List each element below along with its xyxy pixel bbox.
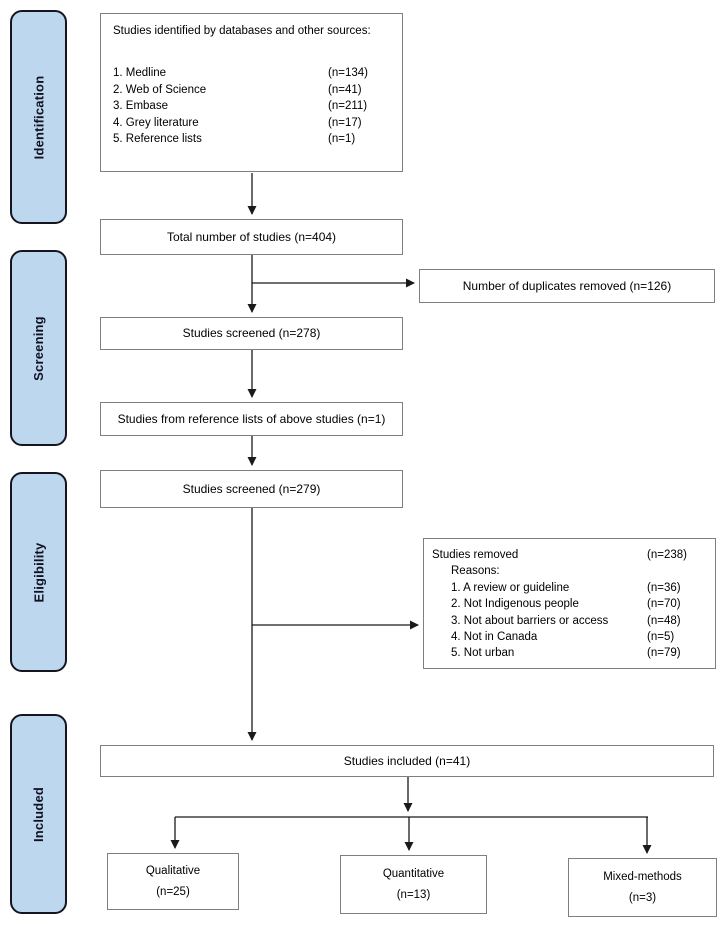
source-item: 1. Medline (n=134)	[113, 65, 390, 81]
stage-screening-label: Screening	[31, 315, 46, 381]
stage-included: Included	[10, 714, 67, 914]
removed-reason-count: (n=36)	[647, 581, 681, 594]
duplicates-removed-box: Number of duplicates removed (n=126)	[419, 269, 715, 303]
studies-screened-first-box: Studies screened (n=278)	[100, 317, 403, 350]
reference-lists-label: Studies from reference lists of above st…	[117, 411, 386, 426]
removed-reasons-label: Reasons:	[451, 565, 500, 578]
removed-reason-label: 2. Not Indigenous people	[451, 598, 579, 611]
total-studies-box: Total number of studies (n=404)	[100, 219, 403, 255]
source-item-label: 5. Reference lists	[113, 133, 202, 146]
stage-included-label: Included	[31, 786, 46, 842]
stage-screening: Screening	[10, 250, 67, 446]
studies-removed-box: Studies removed (n=238) Reasons: 1. A re…	[423, 538, 716, 669]
removed-reason-item: 4. Not in Canada (n=5)	[432, 629, 707, 645]
removed-reason-label: 1. A review or guideline	[451, 581, 570, 594]
mixed-methods-count: (n=3)	[628, 892, 657, 904]
qualitative-count: (n=25)	[156, 886, 190, 898]
studies-screened-second-box: Studies screened (n=279)	[100, 470, 403, 508]
mixed-methods-box: Mixed-methods (n=3)	[568, 858, 717, 917]
stage-identification: Identification	[10, 10, 67, 224]
quantitative-count: (n=13)	[396, 889, 431, 901]
source-item-count: (n=211)	[328, 100, 368, 113]
removed-reason-item: 2. Not Indigenous people (n=70)	[432, 596, 707, 612]
mixed-methods-label: Mixed-methods	[603, 870, 682, 883]
studies-screened-second-label: Studies screened (n=279)	[182, 481, 321, 496]
studies-included-box: Studies included (n=41)	[100, 745, 714, 777]
source-item: 3. Embase (n=211)	[113, 98, 390, 114]
removed-reason-item: 1. A review or guideline (n=36)	[432, 580, 707, 596]
removed-reason-count: (n=70)	[647, 598, 681, 611]
source-item-count: (n=1)	[328, 133, 356, 146]
removed-reason-label: 3. Not about barriers or access	[451, 614, 609, 627]
qualitative-label: Qualitative	[145, 864, 201, 877]
sources-title: Studies identified by databases and othe…	[113, 25, 371, 37]
studies-included-label: Studies included (n=41)	[343, 753, 471, 768]
removed-reason-count: (n=5)	[647, 631, 675, 644]
reference-lists-box: Studies from reference lists of above st…	[100, 402, 403, 436]
removed-reason-count: (n=48)	[647, 614, 681, 627]
source-item-count: (n=41)	[328, 83, 362, 96]
removed-reasons-header: Reasons:	[432, 563, 707, 579]
source-item-count: (n=134)	[328, 67, 368, 80]
removed-reason-item: 3. Not about barriers or access (n=48)	[432, 613, 707, 629]
sources-box: Studies identified by databases and othe…	[100, 13, 403, 172]
quantitative-label: Quantitative	[382, 867, 445, 880]
duplicates-removed-label: Number of duplicates removed (n=126)	[462, 278, 672, 293]
total-studies-label: Total number of studies (n=404)	[166, 229, 337, 244]
stage-identification-label: Identification	[31, 75, 47, 159]
stage-eligibility-label: Eligibility	[31, 542, 47, 602]
studies-screened-first-label: Studies screened (n=278)	[182, 326, 321, 341]
studies-removed-header: Studies removed (n=238)	[432, 547, 707, 563]
source-item-label: 1. Medline	[113, 67, 167, 80]
source-item-label: 4. Grey literature	[113, 116, 199, 129]
studies-removed-title: Studies removed	[432, 549, 519, 561]
source-item: 4. Grey literature (n=17)	[113, 115, 390, 131]
quantitative-box: Quantitative (n=13)	[340, 855, 487, 914]
source-item-count: (n=17)	[328, 116, 362, 129]
qualitative-box: Qualitative (n=25)	[107, 853, 239, 910]
removed-reason-label: 4. Not in Canada	[451, 631, 538, 644]
removed-reason-item: 5. Not urban (n=79)	[432, 645, 707, 661]
source-item-label: 2. Web of Science	[113, 83, 207, 96]
source-item: 5. Reference lists (n=1)	[113, 131, 390, 147]
stage-eligibility: Eligibility	[10, 472, 67, 672]
source-item: 2. Web of Science (n=41)	[113, 82, 390, 98]
removed-reason-count: (n=79)	[647, 647, 681, 660]
source-item-label: 3. Embase	[113, 100, 168, 113]
studies-removed-count: (n=238)	[647, 549, 687, 561]
removed-reason-label: 5. Not urban	[451, 647, 515, 660]
